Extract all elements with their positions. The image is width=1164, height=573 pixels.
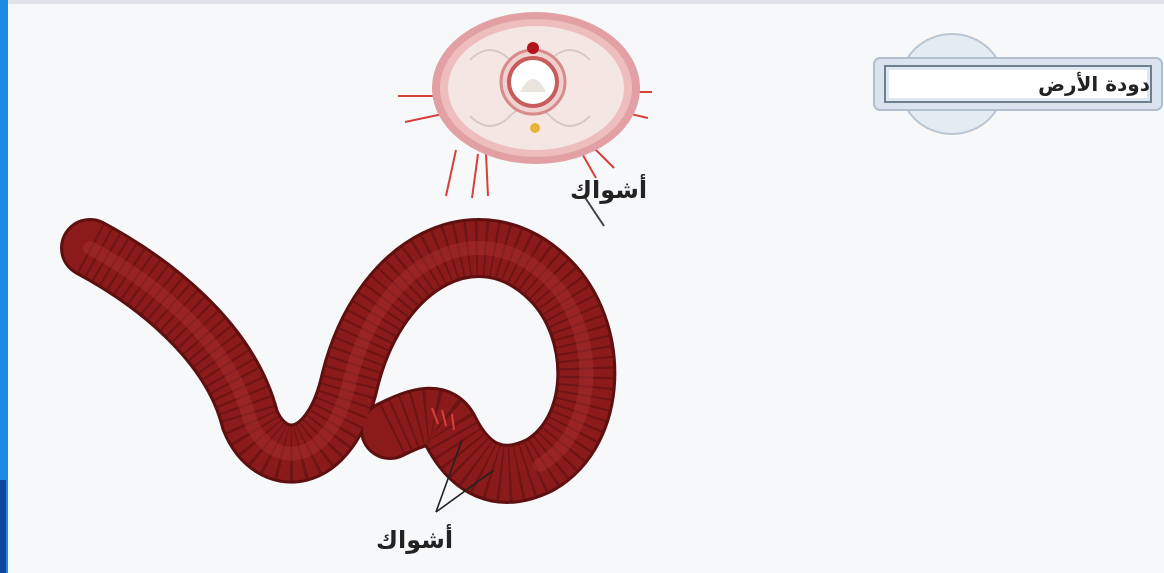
cross-section-setae-label: أشواك (570, 176, 647, 204)
earthworm-body (90, 248, 586, 512)
body-setae-label: أشواك (376, 526, 453, 554)
